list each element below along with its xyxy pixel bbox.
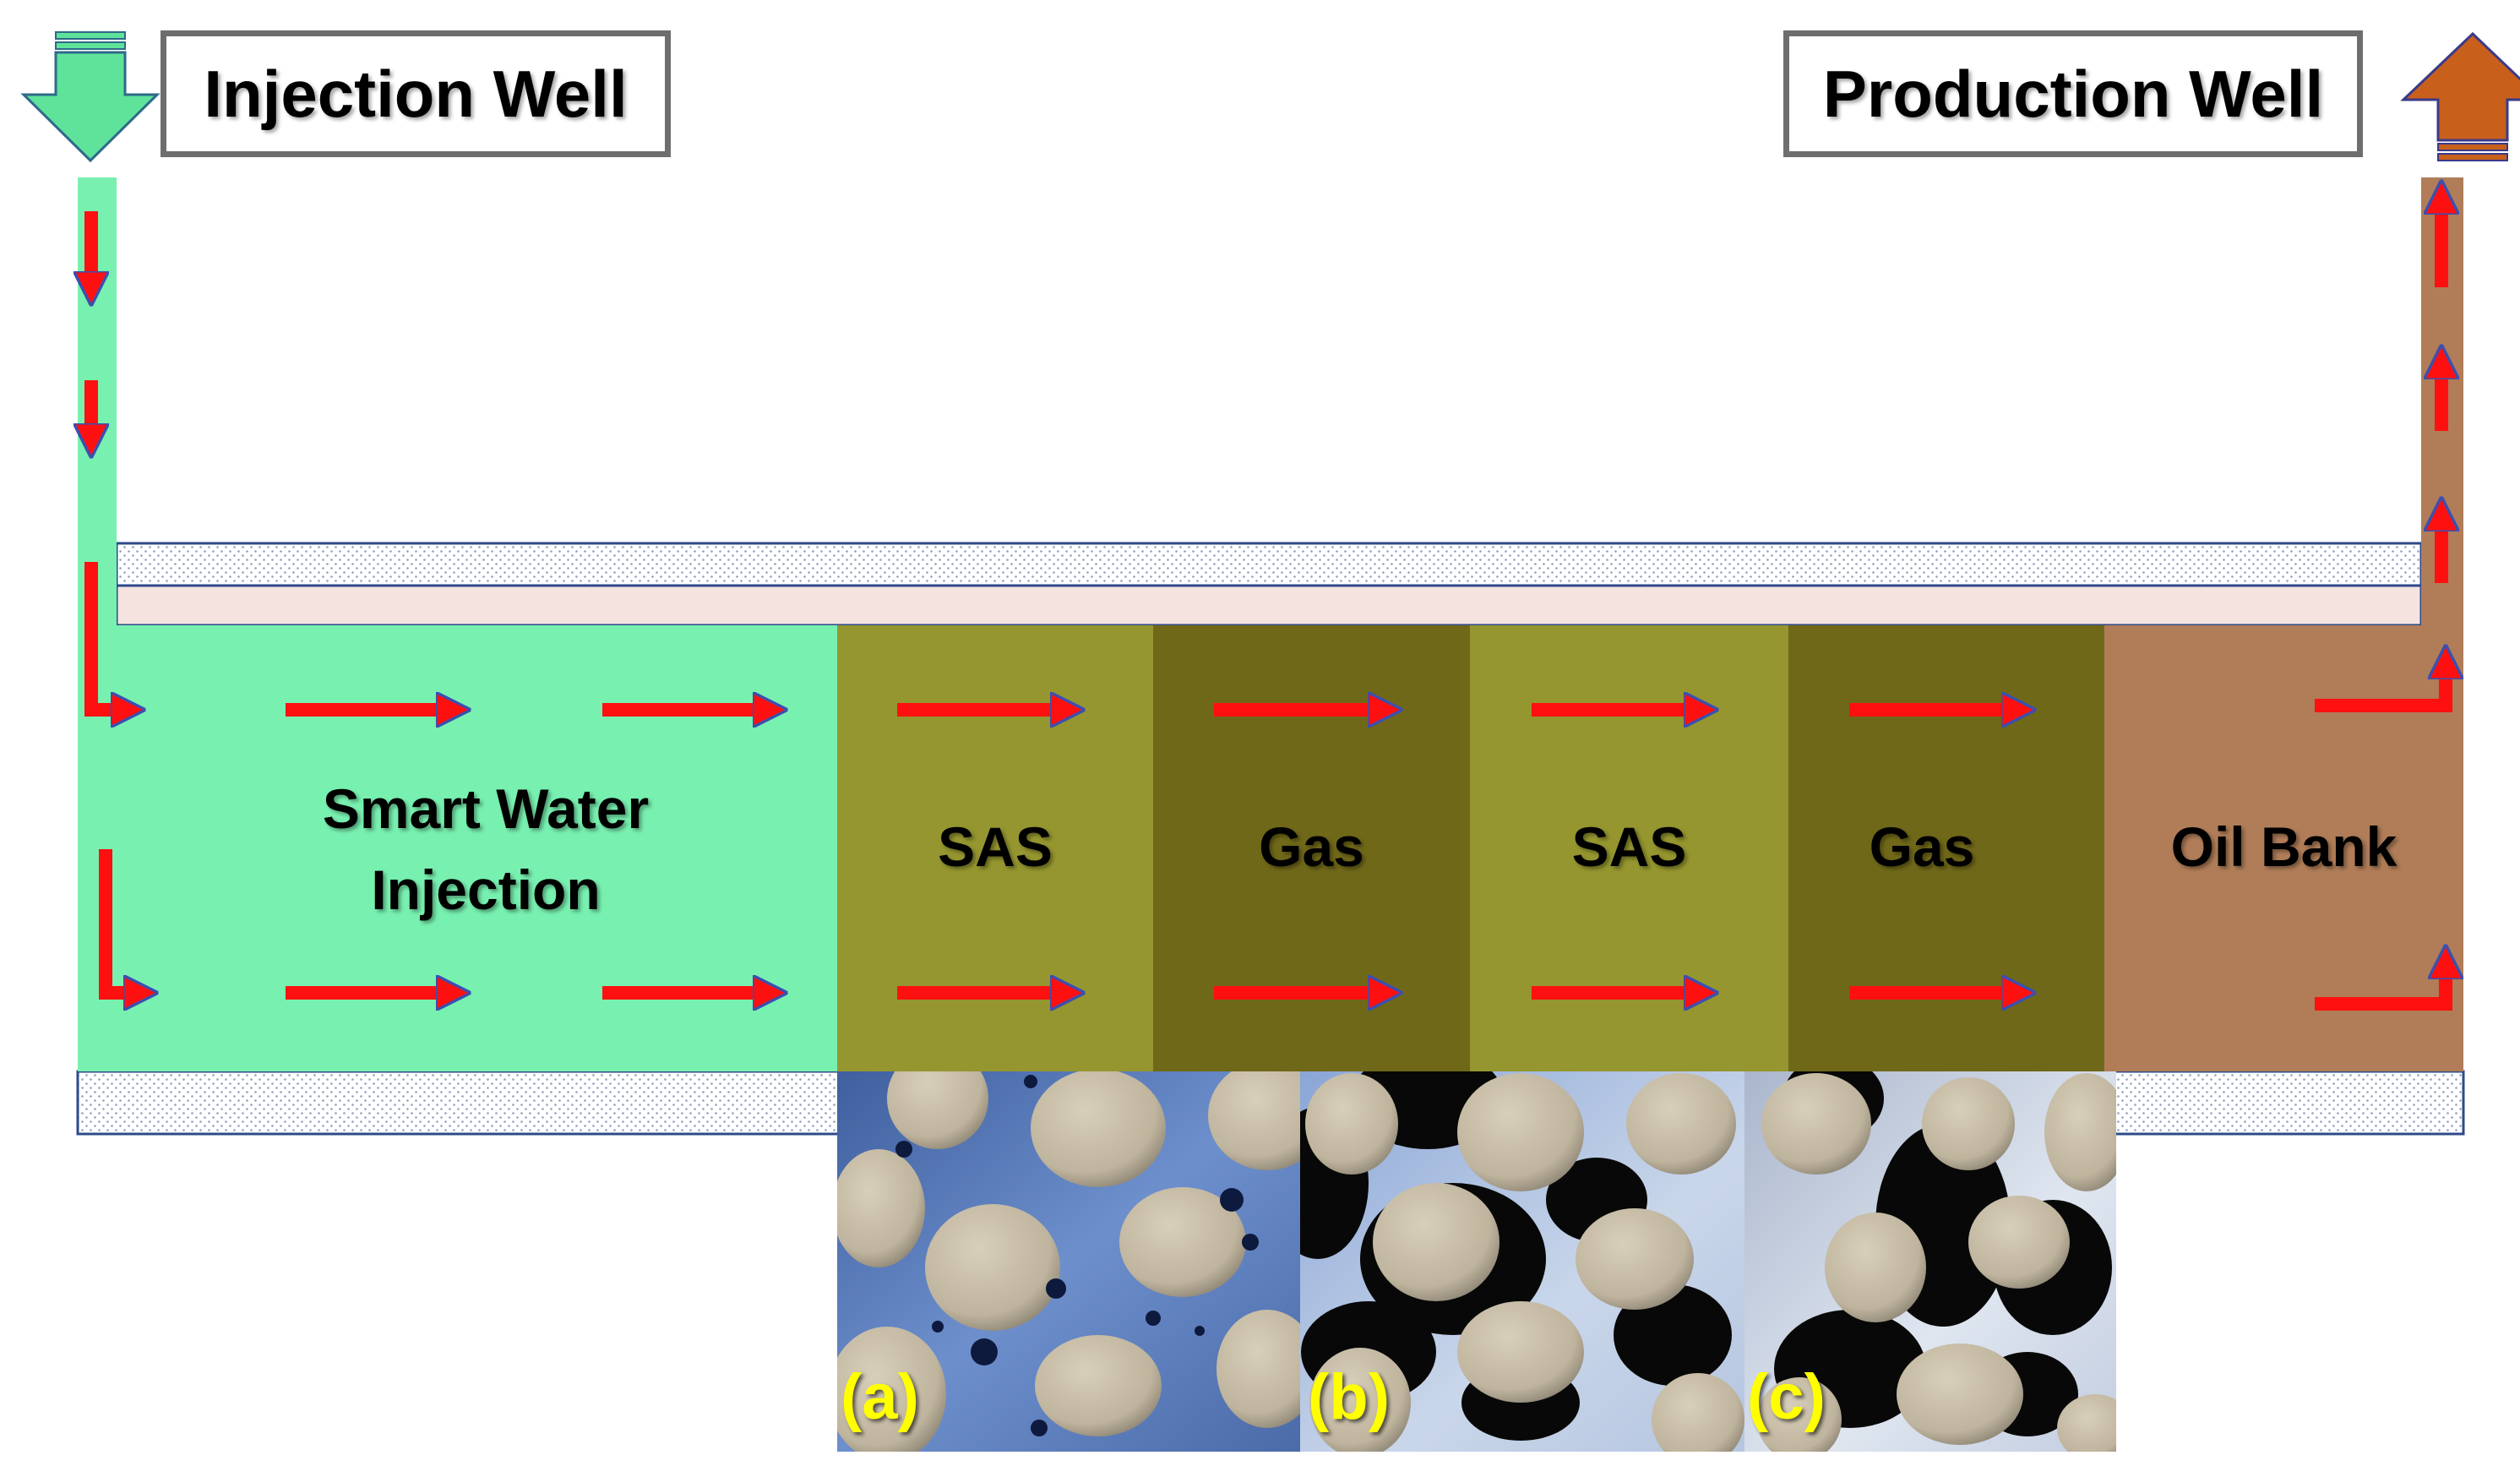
caprock-pink-layer (115, 584, 2423, 627)
flow-arrows (84, 190, 2446, 1011)
flow-arrow-elbow (84, 562, 135, 710)
flow-arrow-elbow-up (2315, 955, 2446, 1011)
zone-label-gas-1: Gas (1259, 815, 1364, 878)
zone-label-oil-bank: Oil Bank (2170, 815, 2398, 878)
production-well-label: Production Well (1783, 30, 2363, 157)
caprock-dotted-layer (115, 542, 2423, 587)
micrograph-label-b: (b) (1308, 1361, 1391, 1433)
zone-label-gas-2: Gas (1869, 815, 1975, 878)
zone-label-sas-1: SAS (938, 815, 1053, 878)
zone-label-smart-water-line1: Smart Water (322, 777, 650, 840)
production-up-arrow-icon (2400, 31, 2520, 161)
micrograph-a (837, 1071, 1300, 1452)
micrograph-label-c: (c) (1747, 1361, 1826, 1433)
flow-arrow-elbow-up (2315, 655, 2446, 712)
micrograph-c (1744, 1071, 2116, 1452)
injection-down-arrow-icon (20, 31, 161, 163)
micrograph-label-a: (a) (841, 1361, 919, 1433)
zone-label-smart-water: Smart Water Injection (253, 769, 718, 930)
micrograph-b (1300, 1071, 1744, 1452)
zone-label-smart-water-line2: Injection (371, 858, 601, 921)
injection-well-label: Injection Well (161, 30, 671, 157)
zone-label-sas-2: SAS (1571, 815, 1687, 878)
flow-arrow-elbow (99, 849, 148, 993)
